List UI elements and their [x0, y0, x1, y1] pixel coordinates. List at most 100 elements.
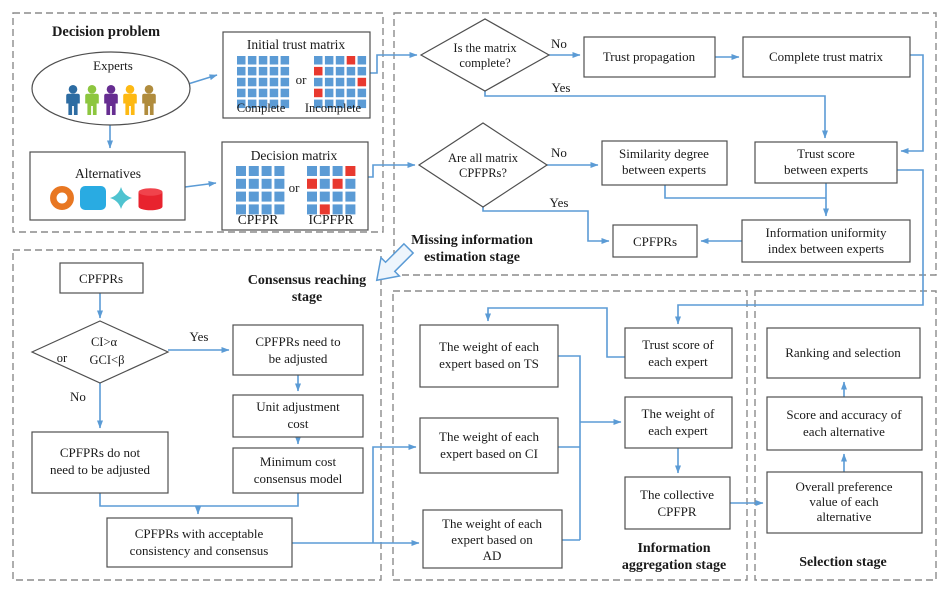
score-accuracy-box: [766, 396, 923, 451]
overall-line3: alternative: [817, 509, 872, 524]
weight-ci-line2: expert based on CI: [440, 446, 538, 461]
expert-person-icon: [85, 85, 99, 115]
trust-propagation-label: Trust propagation: [603, 49, 696, 64]
decision-matrix-or: or: [289, 180, 301, 195]
edge-no-adjust-merge: [99, 493, 198, 507]
acceptable-line2: consistency and consensus: [130, 543, 269, 558]
info-uniformity-line2: index between experts: [768, 241, 884, 256]
complete-trust-matrix-box: [742, 36, 911, 78]
initial-trust-matrix-or: or: [296, 72, 308, 87]
decision-matrix-title: Decision matrix: [251, 148, 338, 163]
diamond-complete-line1: Is the matrix: [453, 41, 517, 55]
edge-trust-matrix-to-complete-diamond: [370, 52, 418, 74]
acceptable-box: [106, 517, 293, 568]
alternative-icons: [50, 186, 163, 211]
stage-label-missing-info-1: Missing information: [411, 233, 533, 248]
score-accuracy-line2: each alternative: [803, 424, 885, 439]
similarity-line2: between experts: [622, 162, 706, 177]
panel-aggregation-stage: [392, 290, 748, 581]
similarity-line1: Similarity degree: [619, 146, 709, 161]
stage-label-aggregation-1: Information: [637, 541, 710, 556]
expert-person-icon: [66, 85, 80, 115]
overall-preference-box: [766, 471, 923, 534]
cpfprs-consensus-box: [59, 262, 144, 294]
panel-selection-stage: [754, 290, 937, 581]
collective-line1: The collective: [640, 487, 714, 502]
expert-person-icon: [142, 85, 156, 115]
weight-ad-line1: The weight of each: [442, 516, 542, 531]
alternatives-label: Alternatives: [75, 166, 141, 181]
incomplete-label: Incomplete: [305, 101, 362, 115]
stage-label-decision-problem: Decision problem: [52, 24, 160, 40]
consistency-or: or: [57, 351, 68, 365]
edge-experts-to-trust-matrix: [187, 74, 218, 85]
cpfprs-mi-label: CPFPRs: [633, 234, 677, 249]
overall-line2: value of each: [809, 494, 879, 509]
trust-score-between-line1: Trust score: [797, 146, 855, 161]
diamond-cpfprs-line1: Are all matrix: [448, 151, 519, 165]
weight-ad-box: [422, 509, 563, 569]
weight-each-line1: The weight of: [642, 406, 716, 421]
min-cost-line1: Minimum cost: [260, 454, 337, 469]
min-cost-line2: consensus model: [254, 471, 343, 486]
icpfpr-label: ICPFPR: [308, 212, 353, 227]
need-adjust-line1: CPFPRs need to: [255, 334, 340, 349]
cpfprs-mi-box: [612, 224, 698, 258]
decision-matrix-box: [221, 141, 369, 231]
weight-ts-line2: expert based on TS: [439, 356, 539, 371]
acceptable-line1: CPFPRs with acceptable: [135, 526, 264, 541]
weight-each-box: [624, 396, 733, 449]
score-accuracy-line1: Score and accuracy of: [786, 407, 902, 422]
diamond-complete-line2: complete?: [459, 56, 511, 70]
initial-trust-matrix-title: Initial trust matrix: [247, 37, 345, 52]
no-adjust-line2: need to be adjusted: [50, 462, 150, 477]
diamond-consistency-check: [30, 320, 170, 384]
alternatives-box: [29, 151, 186, 221]
no-adjust-box: [31, 431, 169, 494]
edge-label-yes1: Yes: [552, 80, 571, 95]
panel-consensus-stage: [12, 249, 382, 581]
trust-matrix-incomplete-grid: [314, 56, 367, 109]
edge-decision-matrix-to-cpfpr-diamond: [368, 162, 416, 178]
no-adjust-line1: CPFPRs do not: [60, 445, 141, 460]
edge-label-yes2: Yes: [550, 195, 569, 210]
info-uniformity-box: [741, 219, 911, 263]
need-adjust-line2: be adjusted: [269, 351, 328, 366]
weight-ci-box: [419, 417, 559, 474]
edge-label-no2: No: [551, 145, 567, 160]
diamond-cpfprs-line2: CPFPRs?: [459, 166, 507, 180]
edge-alternatives-to-decision-matrix: [184, 180, 217, 188]
edge-weights-merge: [558, 355, 581, 541]
stage-label-missing-info-2: estimation stage: [424, 250, 520, 265]
donut-icon: [50, 186, 74, 210]
decision-matrix-icpfpr-grid: [307, 166, 356, 215]
ts-each-line1: Trust score of: [642, 337, 714, 352]
overall-line1: Overall preference: [795, 479, 892, 494]
experts-label: Experts: [93, 58, 133, 73]
weight-ad-line2: expert based on: [451, 532, 533, 547]
similarity-degree-box: [601, 140, 728, 186]
weight-ts-line1: The weight of each: [439, 339, 539, 354]
four-point-star-icon: [110, 187, 132, 209]
complete-trust-matrix-label: Complete trust matrix: [769, 49, 884, 64]
weight-ci-line1: The weight of each: [439, 429, 539, 444]
unit-cost-line2: cost: [288, 416, 309, 431]
cpfprs-consensus-label: CPFPRs: [79, 271, 123, 286]
edge-trust-score-to-ts-each-expert: [675, 169, 924, 325]
weight-ad-line3: AD: [483, 548, 502, 563]
info-uniformity-line1: Information uniformity: [766, 225, 887, 240]
edge-label-no1: No: [551, 36, 567, 51]
stage-label-selection: Selection stage: [799, 555, 886, 570]
stage-label-consensus-1: Consensus reaching: [248, 273, 366, 288]
trust-propagation-box: [583, 36, 716, 78]
cpfpr-label: CPFPR: [238, 212, 279, 227]
edge-acceptable-to-weight-ci: [372, 444, 417, 543]
edge-ts-each-to-weight-ts: [485, 307, 625, 358]
decision-matrix-cpfpr-grid: [236, 166, 285, 215]
panel-decision-problem: [12, 12, 384, 233]
trust-score-each-box: [624, 327, 733, 379]
expert-person-icon: [123, 85, 137, 115]
edge-label-yes3: Yes: [190, 329, 209, 344]
stage-transition-block-arrow: [375, 242, 415, 282]
